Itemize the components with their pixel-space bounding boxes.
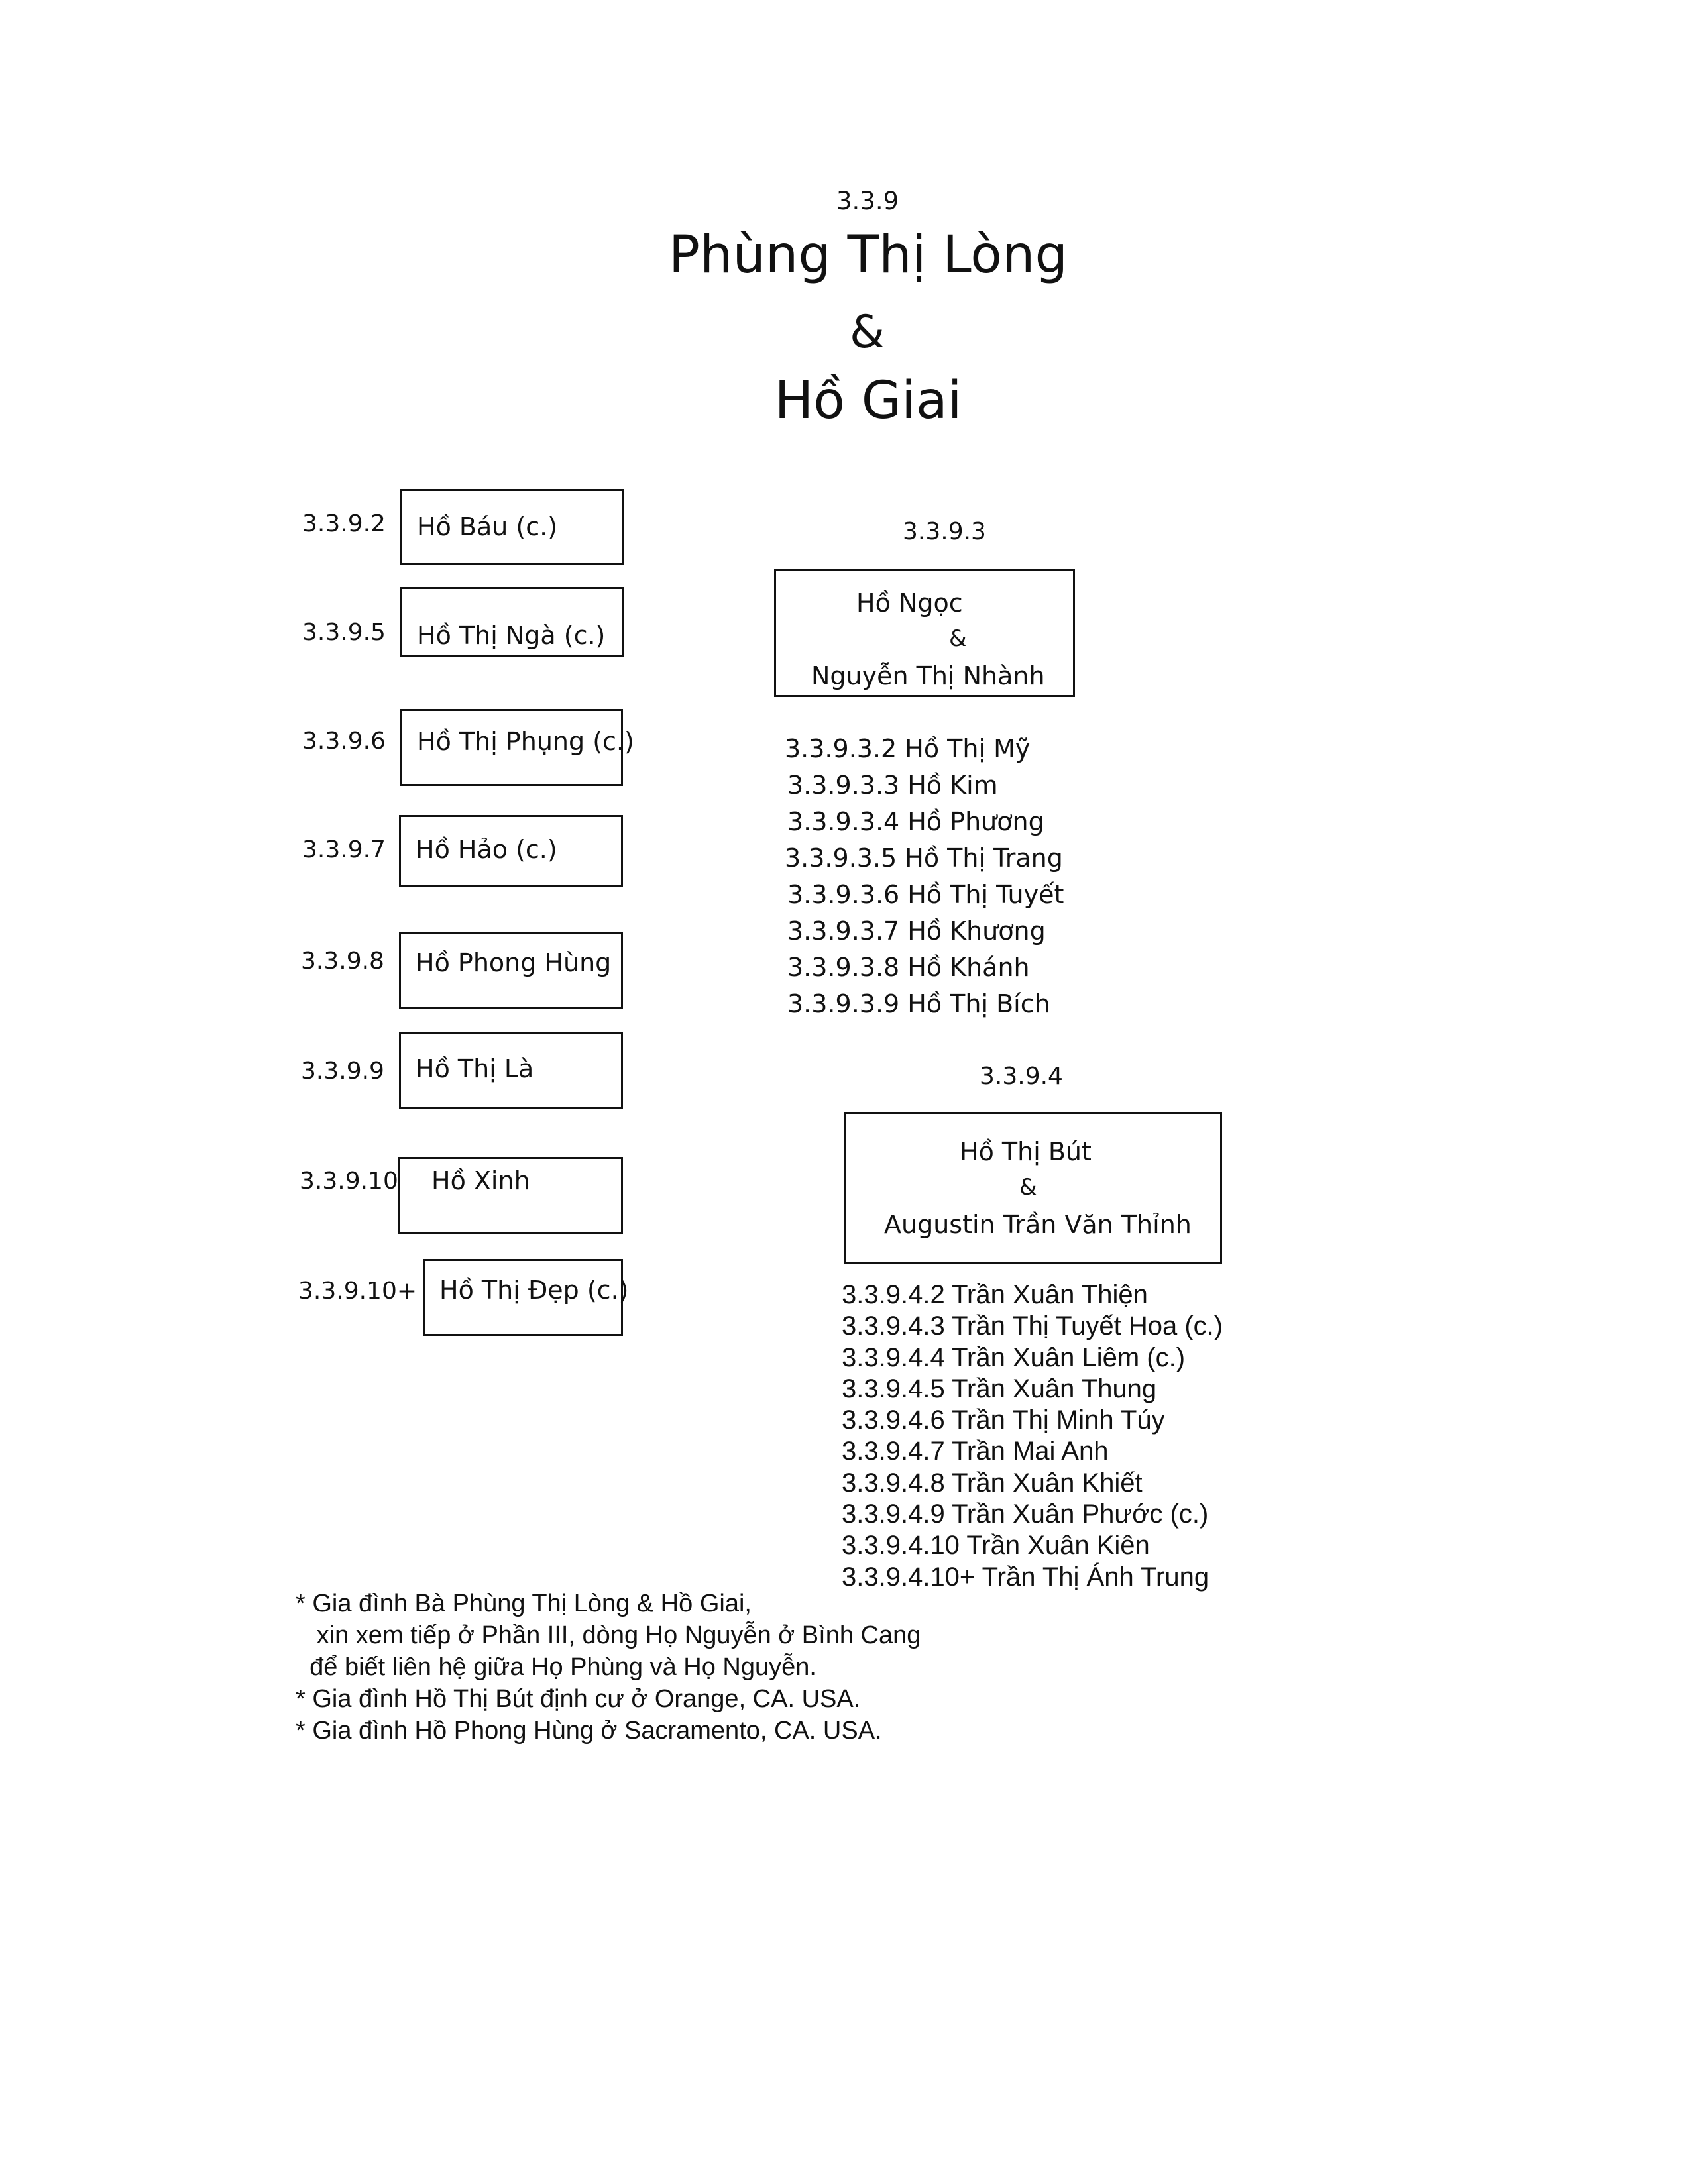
list-item: 3.3.9.4.10 Trần Xuân Kiên — [842, 1531, 1150, 1560]
child-box-5: Hồ Phong Hùng — [399, 932, 623, 1009]
child-name: Hồ Thị Ngà (c.) — [417, 621, 606, 650]
list-item: 3.3.9.3.2 Hồ Thị Mỹ — [785, 734, 1031, 763]
header-ampersand: & — [850, 306, 885, 358]
child-name: Hồ Thị Phụng (c.) — [417, 727, 634, 757]
child-code-4: 3.3.9.7 — [302, 836, 386, 863]
header-name-1: Phùng Thị Lòng — [669, 225, 1068, 285]
child-code-7: 3.3.9.10 — [300, 1168, 398, 1195]
list-item: 3.3.9.3.6 Hồ Thị Tuyết — [787, 880, 1064, 909]
family3-line1: Hồ Ngọc — [856, 588, 963, 618]
child-name: Hồ Hảo (c.) — [416, 834, 557, 864]
list-item: 3.3.9.4.9 Trần Xuân Phước (c.) — [842, 1500, 1209, 1529]
family4-line2: Augustin Trần Văn Thỉnh — [884, 1210, 1192, 1239]
child-name: Hồ Thị Đẹp (c.) — [439, 1276, 629, 1305]
list-item: 3.3.9.3.8 Hồ Khánh — [787, 953, 1030, 982]
child-code-2: 3.3.9.5 — [302, 619, 386, 646]
child-box-2: Hồ Thị Ngà (c.) — [400, 587, 624, 657]
family3-line2: Nguyễn Thị Nhành — [811, 661, 1045, 690]
list-item: 3.3.9.3.9 Hồ Thị Bích — [787, 989, 1050, 1018]
child-code-6: 3.3.9.9 — [301, 1058, 384, 1085]
child-box-8: Hồ Thị Đẹp (c.) — [423, 1259, 628, 1336]
header-name-2: Hồ Giai — [774, 371, 962, 431]
list-item: 3.3.9.4.8 Trần Xuân Khiết — [842, 1468, 1143, 1498]
footnote: * Gia đình Bà Phùng Thị Lòng & Hồ Giai, — [296, 1590, 752, 1617]
footnotes: * Gia đình Bà Phùng Thị Lòng & Hồ Giai, … — [296, 1588, 921, 1747]
family3-code: 3.3.9.3 — [903, 518, 986, 545]
footnote: * Gia đình Hồ Thị Bút định cư ở Orange, … — [296, 1685, 861, 1713]
list-item: 3.3.9.3.3 Hồ Kim — [787, 771, 998, 800]
family4-members: 3.3.9.4.2 Trần Xuân Thiện 3.3.9.4.3 Trần… — [842, 1280, 1223, 1594]
child-box-3: Hồ Thị Phụng (c.) — [400, 709, 634, 786]
family4-code: 3.3.9.4 — [980, 1063, 1063, 1090]
list-item: 3.3.9.4.3 Trần Thị Tuyết Hoa (c.) — [842, 1311, 1223, 1341]
family4-line1: Hồ Thị Bút — [960, 1137, 1092, 1166]
child-name: Hồ Phong Hùng — [416, 948, 612, 977]
list-item: 3.3.9.3.5 Hồ Thị Trang — [785, 844, 1063, 873]
child-code-5: 3.3.9.8 — [301, 948, 384, 975]
family4-box — [844, 1112, 1222, 1264]
child-name: Hồ Thị Là — [416, 1054, 534, 1083]
family4-amp: & — [1019, 1174, 1037, 1201]
child-code-3: 3.3.9.6 — [302, 728, 386, 755]
child-box-7: Hồ Xinh — [398, 1157, 623, 1234]
list-item: 3.3.9.4.4 Trần Xuân Liêm (c.) — [842, 1342, 1186, 1372]
header-code: 3.3.9 — [836, 187, 899, 215]
list-item: 3.3.9.3.4 Hồ Phương — [787, 807, 1044, 836]
footnote: xin xem tiếp ở Phần III, dòng Họ Nguyễn … — [296, 1621, 921, 1649]
child-code-1: 3.3.9.2 — [302, 510, 386, 537]
footnote: để biết liên hệ giữa Họ Phùng và Họ Nguy… — [296, 1653, 816, 1681]
child-box-4: Hồ Hảo (c.) — [399, 815, 623, 887]
list-item: 3.3.9.3.7 Hồ Khương — [787, 916, 1046, 946]
family3-box — [774, 569, 1075, 697]
list-item: 3.3.9.4.10+ Trần Thị Ánh Trung — [842, 1562, 1209, 1592]
child-box-6: Hồ Thị Là — [399, 1032, 623, 1109]
list-item: 3.3.9.4.5 Trần Xuân Thung — [842, 1374, 1157, 1403]
list-item: 3.3.9.4.6 Trần Thị Minh Túy — [842, 1405, 1165, 1435]
footnote: * Gia đình Hồ Phong Hùng ở Sacramento, C… — [296, 1717, 882, 1745]
child-name: Hồ Báu (c.) — [417, 512, 558, 541]
child-code-8: 3.3.9.10+ — [298, 1278, 418, 1305]
list-item: 3.3.9.4.2 Trần Xuân Thiện — [842, 1280, 1148, 1309]
family3-amp: & — [949, 626, 967, 652]
child-name: Hồ Xinh — [431, 1166, 530, 1195]
list-item: 3.3.9.4.7 Trần Mai Anh — [842, 1437, 1109, 1466]
child-box-1: Hồ Báu (c.) — [400, 489, 624, 565]
family3-members: 3.3.9.3.2 Hồ Thị Mỹ 3.3.9.3.3 Hồ Kim 3.3… — [785, 734, 1064, 1026]
